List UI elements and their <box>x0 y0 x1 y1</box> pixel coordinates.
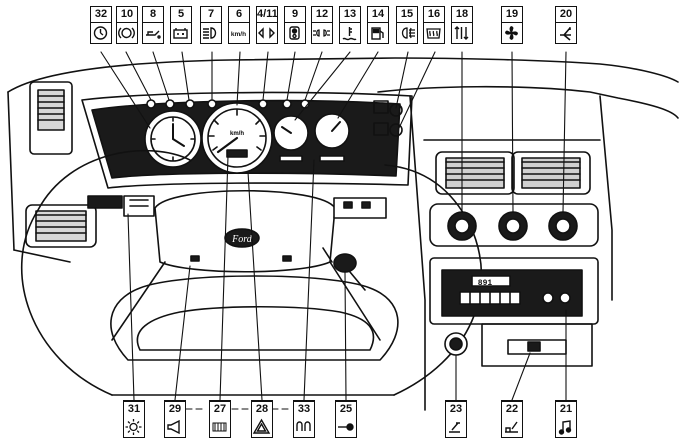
callout-number: 10 <box>117 7 137 23</box>
callout-number: 15 <box>397 7 417 23</box>
radio-unit: 891 <box>429 257 599 325</box>
leader-lines <box>100 51 567 410</box>
callout-number: 6 <box>229 7 249 23</box>
indicator-stalk <box>87 195 155 217</box>
callout-27: 27 <box>209 400 231 438</box>
callout-number: 14 <box>368 7 388 23</box>
heater-vents <box>435 151 591 195</box>
clock-icon <box>93 26 108 40</box>
left-side-vent <box>25 204 97 248</box>
callout-number: 8 <box>143 7 163 23</box>
lighting-switch-icon <box>125 419 142 435</box>
wiper-stalk <box>333 197 387 219</box>
ignition-lock <box>322 247 366 291</box>
oil-pressure-icon <box>146 30 161 39</box>
callout-number: 19 <box>502 7 522 23</box>
callout-32: 32 <box>90 6 112 44</box>
turn-indicator-icon <box>258 27 275 39</box>
callout-number: 33 <box>294 401 314 417</box>
heated-rear-window-switch-icon <box>212 422 227 432</box>
hazard-warning-icon <box>252 418 271 434</box>
callout-7: 7 <box>200 6 222 44</box>
console-lower <box>444 323 593 367</box>
callout-number: 16 <box>424 7 444 23</box>
speedometer <box>201 102 273 174</box>
callout-29: 29 <box>164 400 186 438</box>
svg-text:km/h: km/h <box>231 31 246 38</box>
callout-10: 10 <box>116 6 138 44</box>
callout-12: 12 <box>311 6 333 44</box>
cluster-switches <box>373 100 403 137</box>
heater-controls <box>429 203 599 247</box>
main-beam-icon <box>203 27 217 39</box>
horn-icon <box>167 419 180 435</box>
rear-fog-lamp-icon <box>401 27 415 39</box>
brake-warning-icon <box>118 27 135 39</box>
dashboard-outline <box>7 57 679 411</box>
callout-18: 18 <box>451 6 473 44</box>
callout-number: 7 <box>201 7 221 23</box>
callout-25: 25 <box>335 400 357 438</box>
ashtray-icon <box>505 421 518 433</box>
callout-number: 9 <box>285 7 305 23</box>
radio-icon <box>558 420 572 435</box>
callout-23: 23 <box>445 400 467 438</box>
callout-number: 22 <box>502 401 522 417</box>
callout-20: 20 <box>555 6 577 44</box>
callout-number: 32 <box>91 7 111 23</box>
callout-28: 28 <box>251 400 273 438</box>
heated-rear-window-icon <box>426 28 441 39</box>
callout-number: 23 <box>446 401 466 417</box>
callout-5: 5 <box>170 6 192 44</box>
callout-31: 31 <box>123 400 145 438</box>
callout-13: 13 <box>339 6 361 44</box>
trailer-indicator-icon <box>289 26 300 40</box>
callout-14: 14 <box>367 6 389 44</box>
callout-number: 4/11 <box>257 7 278 23</box>
callout-4-11: 4/11 <box>256 6 278 44</box>
callout-number: 27 <box>210 401 230 417</box>
callout-number: 18 <box>452 7 472 23</box>
coolant-temperature-icon <box>342 27 357 41</box>
callout-number: 21 <box>556 401 576 417</box>
steering-wheel: Ford <box>21 149 483 396</box>
air-distribution-icon <box>560 27 571 41</box>
callout-number: 12 <box>312 7 332 23</box>
callout-number: 31 <box>124 401 144 417</box>
glow-plug-icon <box>296 421 311 431</box>
callout-8: 8 <box>142 6 164 44</box>
temperature-control-icon <box>454 26 469 40</box>
cigar-lighter-icon <box>449 422 460 433</box>
side-lights-icon <box>313 29 330 37</box>
callout-22: 22 <box>501 400 523 438</box>
callout-number: 13 <box>340 7 360 23</box>
callout-33: 33 <box>293 400 315 438</box>
ford-badge: Ford <box>231 234 253 245</box>
speedometer-icon: km/h <box>231 31 246 38</box>
callout-16: 16 <box>423 6 445 44</box>
fuel-gauge-icon <box>371 27 384 40</box>
speedo-unit-label: km/h <box>229 131 244 137</box>
callout-number: 29 <box>165 401 185 417</box>
callout-number: 25 <box>336 401 356 417</box>
clock-gauge <box>144 110 202 168</box>
left-vent-box <box>29 81 73 155</box>
callout-19: 19 <box>501 6 523 44</box>
callout-6: 6 km/h <box>228 6 250 44</box>
callout-15: 15 <box>396 6 418 44</box>
callout-21: 21 <box>555 400 577 438</box>
callout-9: 9 <box>284 6 306 44</box>
callout-number: 28 <box>252 401 272 417</box>
fan-icon <box>505 26 518 40</box>
battery-charge-icon <box>173 28 188 39</box>
callout-number: 5 <box>171 7 191 23</box>
temperature-gauge <box>273 115 309 162</box>
ignition-key-icon <box>338 423 354 431</box>
radio-display: 891 <box>478 279 493 288</box>
fuel-gauge <box>314 113 350 162</box>
callout-number: 20 <box>556 7 576 23</box>
